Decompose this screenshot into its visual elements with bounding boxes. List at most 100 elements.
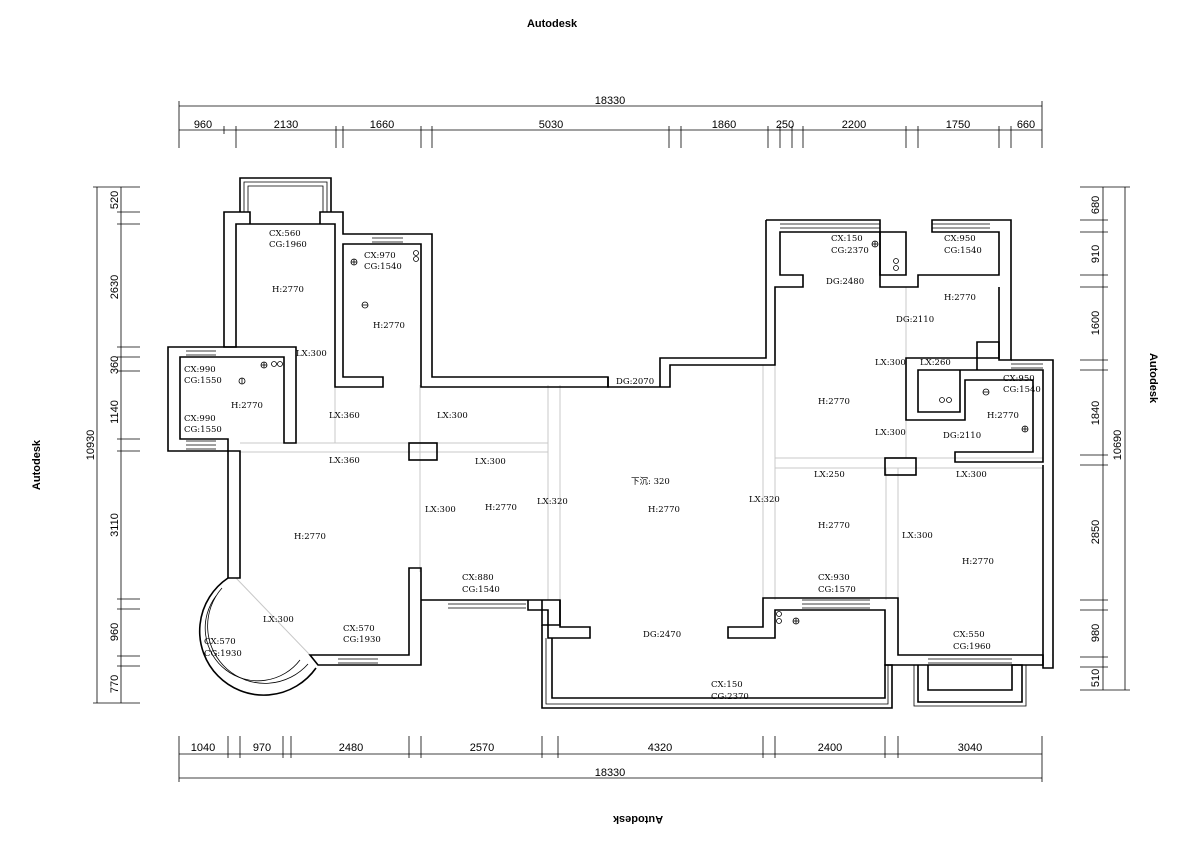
dim-top-9: 660	[1017, 119, 1035, 131]
dim-top-7: 2200	[842, 119, 866, 131]
socket-icon	[893, 258, 899, 271]
label-dg2110-b: DG:2110	[943, 431, 981, 441]
label-lx320-b: LX:320	[749, 495, 780, 505]
label-cg1540-b: CG:1540	[1003, 385, 1041, 395]
watermark-top: Autodesk	[527, 18, 578, 30]
label-cg1960: CG:1960	[953, 642, 991, 652]
label-cx150-a: CX:150	[831, 234, 863, 244]
label-r3-cg2: CG:1550	[184, 425, 222, 435]
dim-right-2: 910	[1090, 245, 1102, 263]
label-lx300-d: LX:300	[425, 505, 456, 515]
windows	[186, 219, 1043, 664]
label-dg2110-a: DG:2110	[896, 315, 934, 325]
dim-bottom-3: 2480	[339, 742, 363, 754]
dim-top-3: 1660	[370, 119, 394, 131]
wall-right-outer	[1011, 359, 1054, 669]
dim-left-6: 960	[109, 623, 121, 641]
wall-left-curve-outer	[198, 577, 317, 696]
left-dimensions: 10930 520 2630 360 1140 3110 960 770	[85, 186, 140, 704]
label-lx300-a: LX:300	[296, 349, 327, 359]
label-h-center-left: H:2770	[485, 503, 517, 513]
dim-top-1: 960	[194, 119, 212, 131]
label-lx300-b: LX:300	[437, 411, 468, 421]
label-dg2470: DG:2470	[643, 630, 681, 640]
dim-right-3: 1600	[1090, 311, 1102, 335]
dim-top-6: 250	[776, 119, 794, 131]
label-lx300-i: LX:300	[902, 531, 933, 541]
socket-icon	[271, 361, 283, 367]
socket-icon	[413, 250, 419, 262]
dim-left-2: 2630	[109, 275, 121, 299]
wall-right-column	[879, 231, 907, 276]
dim-top-8: 1750	[946, 119, 970, 131]
label-cx950-a: CX:950	[944, 234, 976, 244]
column-right	[884, 457, 917, 476]
watermark-left: Autodesk	[31, 439, 43, 490]
label-lx320-a: LX:320	[537, 497, 568, 507]
dim-bottom-total: 18330	[595, 767, 626, 779]
dim-left-1: 520	[109, 191, 121, 209]
label-lx360-a: LX:360	[329, 411, 360, 421]
light-fixture-icon	[350, 258, 358, 266]
label-h-r-right: H:2770	[962, 557, 994, 567]
label-cx570-b: CX:570	[343, 624, 375, 634]
light-fixture-icon	[238, 377, 246, 385]
light-fixture-icon	[260, 361, 268, 369]
label-h-left: H:2770	[294, 532, 326, 542]
label-cx150-b: CX:150	[711, 680, 743, 690]
ceiling-guide-lines	[235, 287, 1043, 656]
wall-right-top-outer	[766, 219, 881, 232]
dim-left-5: 3110	[109, 513, 121, 537]
label-cx570-a: CX:570	[204, 637, 236, 647]
dim-left-total: 10930	[85, 430, 97, 461]
dim-right-4: 1840	[1090, 401, 1102, 425]
wall-right-balcony	[917, 664, 1023, 703]
label-cg1930-a: CG:1930	[204, 649, 242, 659]
watermark-bottom: Autodesk	[612, 813, 663, 825]
label-lx300-h: LX:300	[956, 470, 987, 480]
bottom-dimensions: 1040 970 2480 2570 4320 2400 3040 18330	[178, 736, 1043, 782]
room-labels: CX:560 CG:1960 H:2770 CX:970 CG:1540 H:2…	[184, 229, 1041, 702]
label-cg2370-b: CG:2370	[711, 692, 749, 702]
label-r3-cg1: CG:1550	[184, 376, 222, 386]
wall-top-bay	[239, 177, 332, 212]
label-r3-cx1: CX:990	[184, 365, 216, 375]
wall-left-bottom	[308, 567, 422, 666]
dim-top-4: 5030	[539, 119, 563, 131]
label-lx250: LX:250	[814, 470, 845, 480]
label-r1-cg: CG:1960	[269, 240, 307, 250]
wall-upper-left-room	[223, 211, 609, 388]
light-fixture-icon	[982, 388, 990, 396]
dim-left-7: 770	[109, 675, 121, 693]
socket-icon	[776, 611, 782, 624]
dim-left-4: 1140	[109, 400, 121, 424]
label-lx300-c: LX:300	[475, 457, 506, 467]
label-h-r-small: H:2770	[987, 411, 1019, 421]
label-sunken: 下沉: 320	[631, 477, 670, 487]
wall-left-curve-inner	[207, 587, 309, 684]
dim-left-3: 360	[109, 356, 121, 374]
column-left	[408, 442, 438, 461]
wall-right-middle	[905, 341, 1044, 463]
fixtures	[238, 240, 1029, 625]
right-dimensions: 10690 680 910 1600 1840 2850 980 510	[1080, 186, 1130, 691]
wall-left-lower	[227, 450, 241, 579]
dim-right-7: 510	[1090, 669, 1102, 687]
light-fixture-icon	[792, 617, 800, 625]
dim-right-5: 2850	[1090, 520, 1102, 544]
dim-bottom-5: 4320	[648, 742, 672, 754]
watermark-right: Autodesk	[1147, 353, 1159, 404]
label-h-r-mid: H:2770	[818, 397, 850, 407]
label-r2-h: H:2770	[373, 321, 405, 331]
label-cx880: CX:880	[462, 573, 494, 583]
label-dg2070: DG:2070	[616, 377, 654, 387]
label-r1-h: H:2770	[272, 285, 304, 295]
wall-pier-left-2	[527, 600, 591, 639]
dim-right-6: 980	[1090, 624, 1102, 642]
label-cx930: CX:930	[818, 573, 850, 583]
dim-right-1: 680	[1090, 196, 1102, 214]
label-lx360-b: LX:360	[329, 456, 360, 466]
label-h-center: H:2770	[648, 505, 680, 515]
dim-bottom-2: 970	[253, 742, 271, 754]
